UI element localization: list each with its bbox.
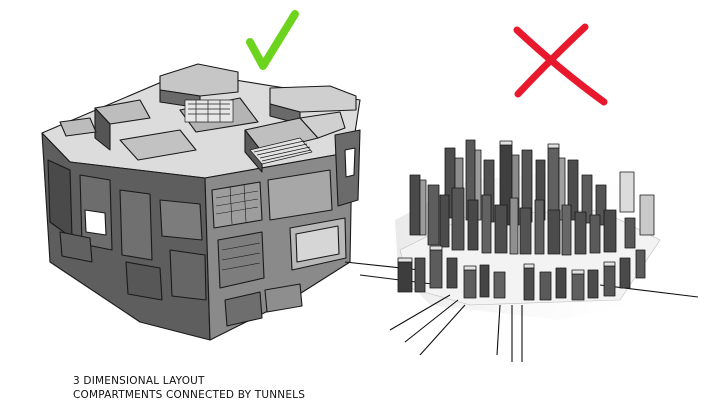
caption-line-2: COMPARTMENTS CONNECTED BY TUNNELS	[73, 389, 306, 401]
caption-line-1: 3 DIMENSIONAL LAYOUT	[73, 375, 205, 387]
cube-structure-illustration	[41, 63, 361, 341]
checkmark-icon	[246, 10, 299, 70]
x-mark-icon	[513, 23, 608, 106]
city-sprawl-illustration	[344, 139, 699, 362]
